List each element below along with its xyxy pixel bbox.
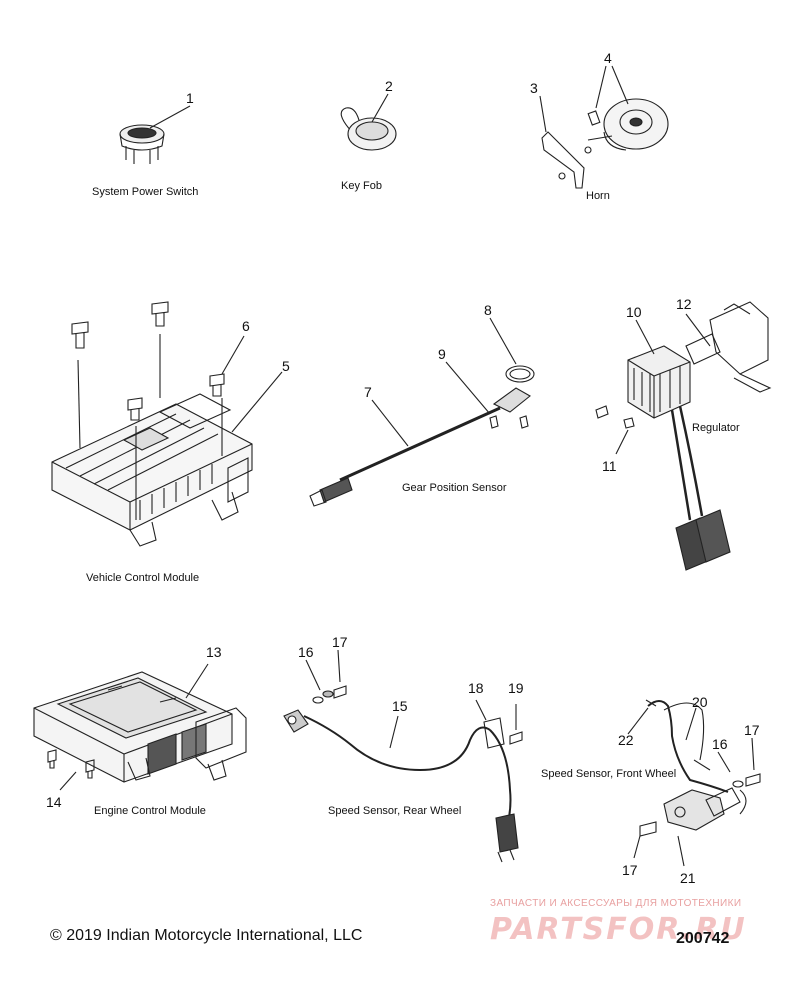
callout-15: 15 xyxy=(392,698,408,714)
vcm-screws xyxy=(71,301,225,421)
callout-8: 8 xyxy=(484,302,492,318)
callout-17-front-lower: 17 xyxy=(622,862,638,878)
speed-sensor-rear-label: Speed Sensor, Rear Wheel xyxy=(328,805,462,817)
callout-16-front: 16 xyxy=(712,736,728,752)
regulator-label: Regulator xyxy=(692,422,740,434)
callout-22: 22 xyxy=(618,732,634,748)
key-fob-label: Key Fob xyxy=(341,180,382,192)
watermark-brand: PARTSFOR.RU xyxy=(490,912,747,947)
copyright-text: © 2019 Indian Motorcycle International, … xyxy=(50,927,363,944)
gear-position-sensor-label: Gear Position Sensor xyxy=(402,482,507,494)
key-fob-part xyxy=(340,93,397,151)
callout-20: 20 xyxy=(692,694,708,710)
callout-1: 1 xyxy=(186,90,194,106)
callout-16-rear: 16 xyxy=(298,644,314,660)
callout-9: 9 xyxy=(438,346,446,362)
callout-19: 19 xyxy=(508,680,524,696)
rear-speed-sensor-part xyxy=(283,649,523,863)
horn-part xyxy=(539,65,669,189)
callout-14: 14 xyxy=(46,794,62,810)
callout-6: 6 xyxy=(242,318,250,334)
watermark-tagline: ЗАПЧАСТИ И АКСЕССУАРЫ ДЛЯ МОТОТЕХНИКИ xyxy=(490,898,742,909)
regulator-part xyxy=(595,301,772,571)
callout-2: 2 xyxy=(385,78,393,94)
speed-sensor-front-label: Speed Sensor, Front Wheel xyxy=(541,768,677,780)
callout-7: 7 xyxy=(364,384,372,400)
callout-17-rear: 17 xyxy=(332,634,348,650)
vehicle-control-module-part xyxy=(51,301,283,547)
horn-label: Horn xyxy=(586,190,610,202)
gear-position-sensor-part xyxy=(309,317,535,507)
power-switch-part xyxy=(119,105,191,164)
callout-17-front-upper: 17 xyxy=(744,722,760,738)
callout-11: 11 xyxy=(602,458,617,474)
callout-10: 10 xyxy=(626,304,642,320)
callout-12: 12 xyxy=(676,296,692,312)
engine-control-module-part xyxy=(33,663,247,791)
system-power-switch-label: System Power Switch xyxy=(92,186,199,198)
callout-18: 18 xyxy=(468,680,484,696)
vehicle-control-module-label: Vehicle Control Module xyxy=(86,572,200,584)
front-speed-sensor-part xyxy=(627,699,761,867)
callout-13: 13 xyxy=(206,644,222,660)
callout-3: 3 xyxy=(530,80,538,96)
engine-control-module-label: Engine Control Module xyxy=(94,805,206,817)
diagram-id: 200742 xyxy=(676,930,730,947)
callout-4: 4 xyxy=(604,50,612,66)
callout-5: 5 xyxy=(282,358,290,374)
callout-21: 21 xyxy=(680,870,696,886)
